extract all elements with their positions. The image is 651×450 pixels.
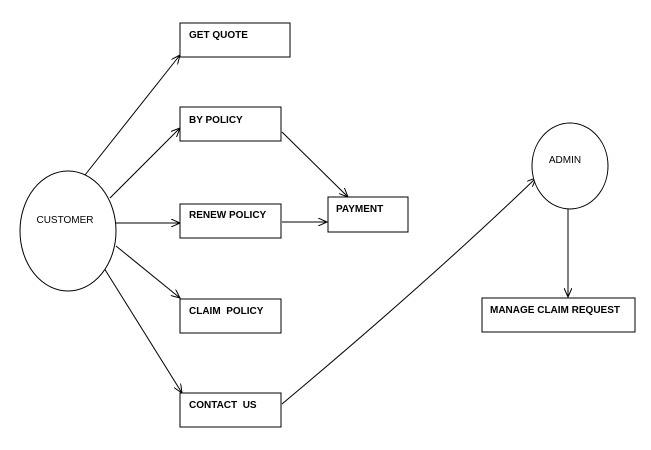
- customer-label: CUSTOMER: [36, 215, 93, 226]
- claim-policy-label: CLAIM POLICY: [189, 306, 264, 317]
- edges: [84, 55, 568, 405]
- edge-customer-by-policy: [109, 128, 180, 199]
- node-customer: CUSTOMER: [19, 170, 117, 292]
- edge-customer-contact-us: [103, 267, 182, 393]
- payment-label: PAYMENT: [336, 204, 383, 215]
- by-policy-label: BY POLICY: [189, 115, 243, 126]
- contact-us-label: CONTACT US: [189, 400, 257, 411]
- edge-contact-us-admin: [281, 178, 536, 405]
- get-quote-label: GET QUOTE: [189, 30, 248, 41]
- node-admin: ADMIN: [531, 122, 609, 210]
- node-claim-policy: CLAIM POLICY: [179, 298, 282, 334]
- edge-customer-get-quote: [84, 55, 180, 176]
- node-get-quote: GET QUOTE: [179, 22, 291, 58]
- edge-by-policy-payment: [281, 131, 348, 197]
- node-by-policy: BY POLICY: [179, 106, 282, 142]
- node-manage-claim-request: MANAGE CLAIM REQUEST: [481, 297, 636, 333]
- node-contact-us: CONTACT US: [179, 392, 282, 428]
- renew-policy-label: RENEW POLICY: [189, 210, 267, 221]
- node-renew-policy: RENEW POLICY: [179, 203, 282, 239]
- manage-claim-request-label: MANAGE CLAIM REQUEST: [490, 305, 620, 316]
- node-payment: PAYMENT: [327, 196, 409, 233]
- admin-label: ADMIN: [549, 155, 581, 166]
- edge-customer-claim-policy: [115, 245, 180, 298]
